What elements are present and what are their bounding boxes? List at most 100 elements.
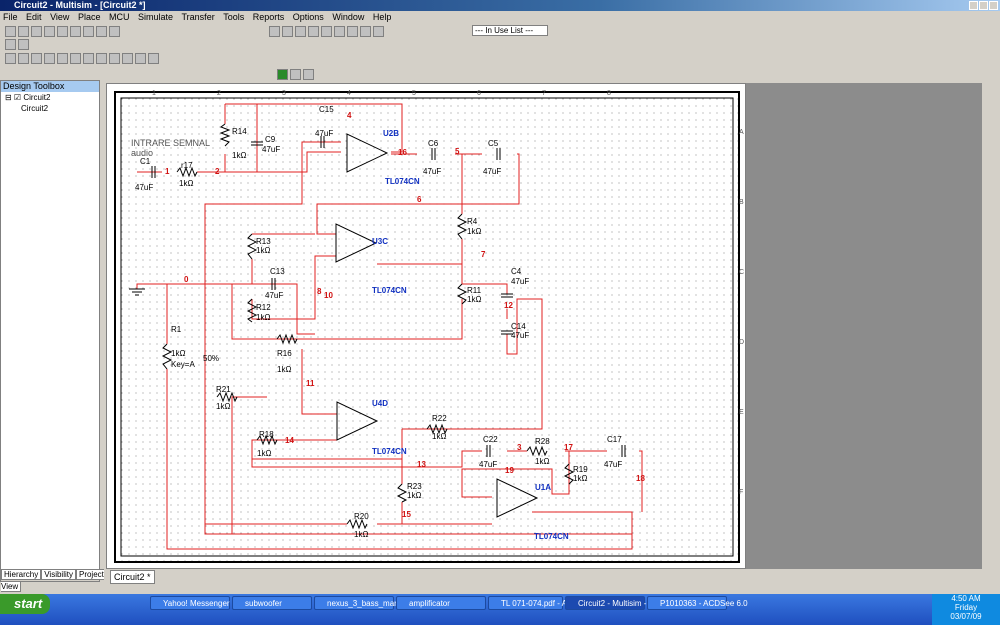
net-label: 19 [505,466,514,475]
menu-tools[interactable]: Tools [223,12,245,22]
task-amplificator[interactable]: amplificator [396,596,486,610]
net-label: 10 [324,291,333,300]
open-icon[interactable] [18,26,29,37]
component-icon[interactable] [360,26,371,37]
indicator-icon[interactable] [109,53,120,64]
grid-icon[interactable] [321,26,332,37]
view-toolbar [268,25,468,38]
r19-value: 1kΩ [573,474,587,483]
menu-simulate[interactable]: Simulate [137,12,173,22]
misc-icon[interactable] [122,53,133,64]
menu-transfer[interactable]: Transfer [181,12,215,22]
cut-icon[interactable] [57,26,68,37]
minimize-button[interactable] [969,1,978,10]
new-icon[interactable] [5,26,16,37]
menu-edit[interactable]: Edit [26,12,42,22]
c15-ref: C15 [319,105,334,114]
copy-icon[interactable] [70,26,81,37]
paste-icon[interactable] [83,26,94,37]
task-yahoo[interactable]: Yahoo! Messenger [150,596,230,610]
menu-mcu[interactable]: MCU [108,12,130,22]
resistor-r12 [246,298,258,323]
basic-icon[interactable] [18,53,29,64]
tree-item-project[interactable]: ⊟ ☑ Circuit2 [5,93,51,102]
r22-value: 1kΩ [432,432,446,441]
workspace-background [746,83,982,569]
print-icon[interactable] [44,26,55,37]
menu-view[interactable]: View [50,12,70,22]
menu-window[interactable]: Window [332,12,365,22]
window-title: Circuit2 - Multisim - [Circuit2 *] [14,0,146,10]
save-icon[interactable] [31,26,42,37]
cmos-icon[interactable] [83,53,94,64]
components-toolbar [4,52,244,65]
task-pdf[interactable]: TL 071-074.pdf - Ado... [488,596,583,610]
run-icon[interactable] [277,69,288,80]
resistor-r14 [219,123,231,147]
resistor-r20 [346,518,368,530]
analog-icon[interactable] [57,53,68,64]
c5-value: 47uF [483,167,501,176]
menu-options[interactable]: Options [292,12,324,22]
tab-hierarchy[interactable]: Hierarchy [1,569,42,580]
u4d-ref: U4D [372,399,388,408]
undo-icon[interactable] [96,26,107,37]
menu-reports[interactable]: Reports [252,12,285,22]
tree-item-circuit[interactable]: Circuit2 [1,103,99,114]
zoom-in-icon[interactable] [269,26,280,37]
r20-ref: R20 [354,512,369,521]
resistor-r16 [276,333,298,345]
resistor-r22 [426,423,448,435]
col-label: 1 [152,90,156,97]
r21-ref: R21 [216,385,231,394]
opamp-u4d [336,401,379,441]
resistor-r21 [216,391,238,403]
instruments-toolbar [984,83,1000,569]
spreadsheet-icon[interactable] [334,26,345,37]
net-label: 18 [636,474,645,483]
toolbox-icon[interactable] [5,39,16,50]
net-label: 3 [517,443,522,452]
net-label: 17 [564,443,573,452]
spreadsheet-view-icon[interactable] [18,39,29,50]
stop-icon[interactable] [303,69,314,80]
task-subwoofer[interactable]: subwoofer [232,596,312,610]
database-icon[interactable] [347,26,358,37]
menu-place[interactable]: Place [77,12,101,22]
zoom-area-icon[interactable] [295,26,306,37]
menu-help[interactable]: Help [372,12,392,22]
mcu-icon[interactable] [96,53,107,64]
graph-icon[interactable] [373,26,384,37]
redo-icon[interactable] [109,26,120,37]
electromech-icon[interactable] [148,53,159,64]
c14-ref: C14 [511,322,526,331]
r11-value: 1kΩ [467,295,481,304]
r1-percent-label: 50% [203,354,219,363]
transistor-icon[interactable] [44,53,55,64]
r20-value: 1kΩ [354,530,368,539]
task-nexus[interactable]: nexus_3_bass_mania... [314,596,412,610]
ttl-icon[interactable] [70,53,81,64]
start-button[interactable]: start [0,594,50,614]
close-button[interactable] [989,1,998,10]
r19-ref: R19 [573,465,588,474]
menu-file[interactable]: File [3,12,18,22]
task-multisim[interactable]: Circuit2 - Multisim - [C... [565,596,663,610]
pause-icon[interactable] [290,69,301,80]
task-acdsee[interactable]: P1010363 - ACDSee 6.0 [647,596,748,610]
net-label: 12 [504,301,513,310]
maximize-button[interactable] [979,1,988,10]
source-icon[interactable] [5,53,16,64]
zoom-out-icon[interactable] [282,26,293,37]
tab-visibility[interactable]: Visibility [41,569,76,580]
diode-icon[interactable] [31,53,42,64]
r18-value: 1kΩ [257,449,271,458]
rf-icon[interactable] [135,53,146,64]
tab-circuit2[interactable]: Circuit2 * [110,570,155,584]
col-label: 3 [282,90,286,97]
in-use-list-select[interactable]: --- In Use List --- [472,25,548,36]
resistor-r23 [396,483,408,503]
zoom-fit-icon[interactable] [308,26,319,37]
